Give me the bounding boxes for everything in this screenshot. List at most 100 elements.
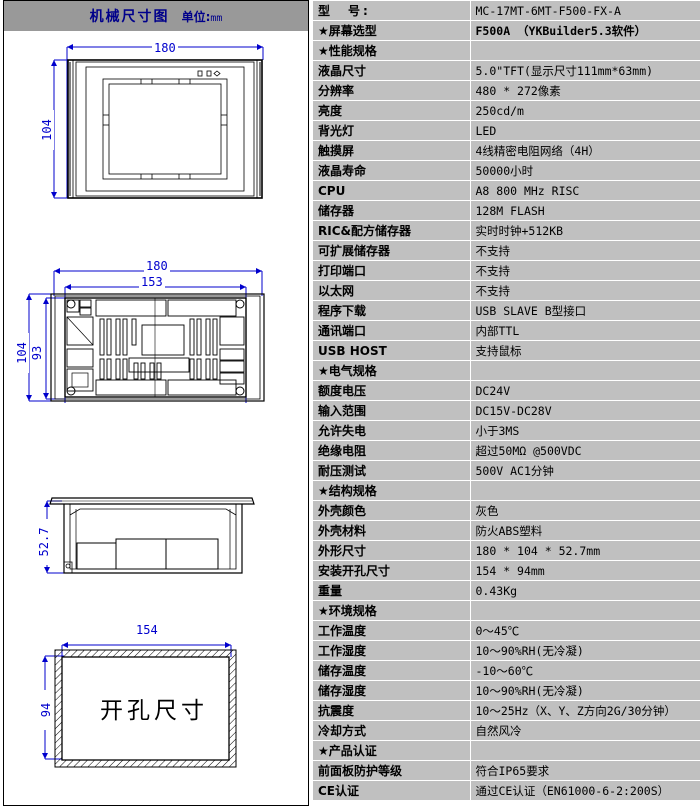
spec-row-value [470,360,700,381]
spec-row-value: DC24V [470,380,700,401]
spec-row-label: 可扩展储存器 [313,240,471,261]
spec-row: RIC&配方储存器实时时钟+512KB [313,220,700,241]
spec-row-value: 0.43Kg [470,580,700,601]
spec-row: 型 号:MC-17MT-6MT-F500-FX-A [313,0,700,21]
spec-row-label: 抗震度 [313,700,471,721]
spec-row-value [470,480,700,501]
spec-row-value [470,40,700,61]
spec-row-label: 工作温度 [313,620,471,641]
spec-row: ★结构规格 [313,480,700,501]
spec-row-value: MC-17MT-6MT-F500-FX-A [470,0,700,21]
spec-row-value: 128M FLASH [470,200,700,221]
spec-row: 以太网不支持 [313,280,700,301]
side-view-depth-dim: 52.7 [37,519,51,565]
spec-row-label: 重量 [313,580,471,601]
mechanical-drawing-panel: 机械尺寸图 单位:mm [3,0,309,806]
spec-row-value: 小于3MS [470,420,700,441]
spec-row-label: 耐压测试 [313,460,471,481]
spec-row-label: 通讯端口 [313,320,471,341]
spec-row-value: 480 * 272像素 [470,80,700,101]
rear-view-outer-height-dim: 104 [15,333,29,373]
spec-row-value: 5.0"TFT(显示尺寸111mm*63mm) [470,60,700,81]
spec-row-value: 0～45℃ [470,620,700,641]
spec-row-label: CE认证 [313,780,471,801]
spec-row-label: 液晶尺寸 [313,60,471,81]
spec-row-label: ★性能规格 [313,40,471,61]
spec-row-value [470,740,700,761]
spec-row-label: 程序下载 [313,300,471,321]
spec-row-value: 10～90%RH(无冷凝) [470,680,700,701]
spec-row-label: USB HOST [313,340,471,361]
drawing-panel-title: 机械尺寸图 [89,9,170,25]
spec-row-value [470,600,700,621]
spec-row-value: 50000小时 [470,160,700,181]
cutout-label: 开孔尺寸 [100,698,208,724]
spec-row-value: 154 * 94mm [470,560,700,581]
spec-row: ★性能规格 [313,40,700,61]
spec-row-label: 冷却方式 [313,720,471,741]
spec-row-label: 输入范围 [313,400,471,421]
spec-row-label: 外壳材料 [313,520,471,541]
spec-row-label: 储存温度 [313,660,471,681]
spec-row-label: CPU [313,180,471,201]
spec-row-value: 支持鼠标 [470,340,700,361]
rear-view-inner-width-dim: 153 [139,275,165,289]
front-view-drawing [51,44,264,199]
spec-row: ★环境规格 [313,600,700,621]
spec-row-label: 工作湿度 [313,640,471,661]
spec-row-label: ★环境规格 [313,600,471,621]
spec-row-value: 符合IP65要求 [470,760,700,781]
rear-view-inner-height-dim: 93 [30,336,44,370]
spec-row-value: 不支持 [470,280,700,301]
rear-view-drawing [26,268,265,403]
spec-row-value: 实时时钟+512KB [470,220,700,241]
spec-row-value: 自然风冷 [470,720,700,741]
unit-value: mm [210,12,223,24]
spec-row-label: ★结构规格 [313,480,471,501]
spec-row-label: 亮度 [313,100,471,121]
spec-row: 通讯端口内部TTL [313,320,700,341]
spec-row-label: 储存器 [313,200,471,221]
spec-row-label: 以太网 [313,280,471,301]
spec-row-value: 超过50MΩ @500VDC [470,440,700,461]
spec-row-value: 不支持 [470,240,700,261]
cutout-height-dim: 94 [39,690,53,730]
spec-row-value: 250cd/m [470,100,700,121]
spec-row-value: F500A （YKBuilder5.3软件） [470,20,700,41]
spec-row-label: 外形尺寸 [313,540,471,561]
spec-row-label: 打印端口 [313,260,471,281]
spec-row: 外壳材料防火ABS塑料 [313,520,700,541]
spec-row: ★电气规格 [313,360,700,381]
spec-row-label: 允许失电 [313,420,471,441]
spec-row-value: 180 * 104 * 52.7mm [470,540,700,561]
drawing-unit-label: 单位:mm [182,8,223,25]
unit-text: 单位: [181,9,211,24]
spec-row-value: USB SLAVE B型接口 [470,300,700,321]
spec-row-value: 不支持 [470,260,700,281]
spec-row-label: 分辨率 [313,80,471,101]
spec-row: 打印端口不支持 [313,260,700,281]
spec-row: 外壳颜色灰色 [313,500,700,521]
spec-row-value: 10～90%RH(无冷凝) [470,640,700,661]
spec-row: ★产品认证 [313,740,700,761]
spec-row-value: 防火ABS塑料 [470,520,700,541]
spec-row: 冷却方式自然风冷 [313,720,700,741]
spec-row-value: 通过CE认证（EN61000-6-2:200S） [470,780,700,801]
spec-row-value: A8 800 MHz RISC [470,180,700,201]
front-view-height-dim: 104 [40,110,54,150]
spec-row: CE认证通过CE认证（EN61000-6-2:200S） [313,780,700,801]
spec-row-label: 背光灯 [313,120,471,141]
spec-row-label: 前面板防护等级 [313,760,471,781]
